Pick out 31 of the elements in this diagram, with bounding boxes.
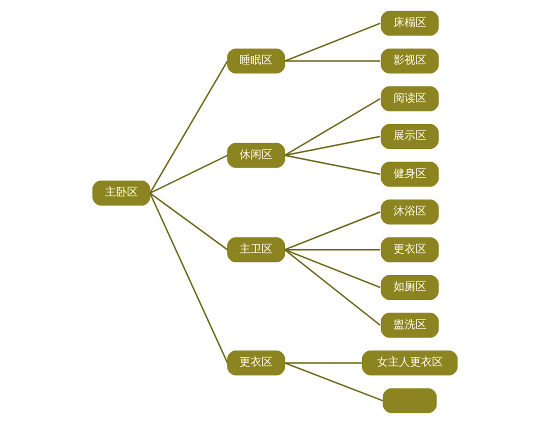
connector	[150, 192, 228, 250]
node-box: 展示区	[380, 124, 439, 149]
node-box: 女主人更衣区	[362, 350, 458, 376]
connector	[284, 98, 381, 156]
connector	[284, 211, 380, 250]
node-box: 更衣区	[380, 237, 439, 262]
node-box: 沐浴区	[380, 200, 439, 224]
node-box: 休闲区	[227, 142, 286, 168]
node-box: 床榻区	[380, 10, 439, 36]
node-box: 阅读区	[380, 86, 439, 112]
connector	[149, 192, 228, 364]
node-box: 更衣区	[227, 350, 286, 376]
connector	[284, 249, 380, 288]
node-box: 主卧区	[92, 180, 150, 206]
node-box: 健身区	[380, 162, 439, 187]
node-box: 主卫区	[227, 237, 286, 262]
connector	[284, 22, 380, 62]
connector	[284, 136, 380, 156]
connector	[284, 362, 362, 364]
connector	[284, 60, 380, 62]
connector	[284, 154, 380, 175]
connector	[150, 154, 228, 194]
connector	[284, 362, 384, 402]
node-box: 影视区	[380, 48, 439, 74]
node-box: 睡眠区	[227, 48, 286, 74]
connector	[149, 60, 228, 194]
node-box: 如厕区	[380, 275, 439, 300]
node-box	[382, 388, 437, 414]
connector	[284, 249, 381, 326]
node-box: 盥洗区	[380, 312, 439, 338]
connector	[284, 249, 380, 250]
